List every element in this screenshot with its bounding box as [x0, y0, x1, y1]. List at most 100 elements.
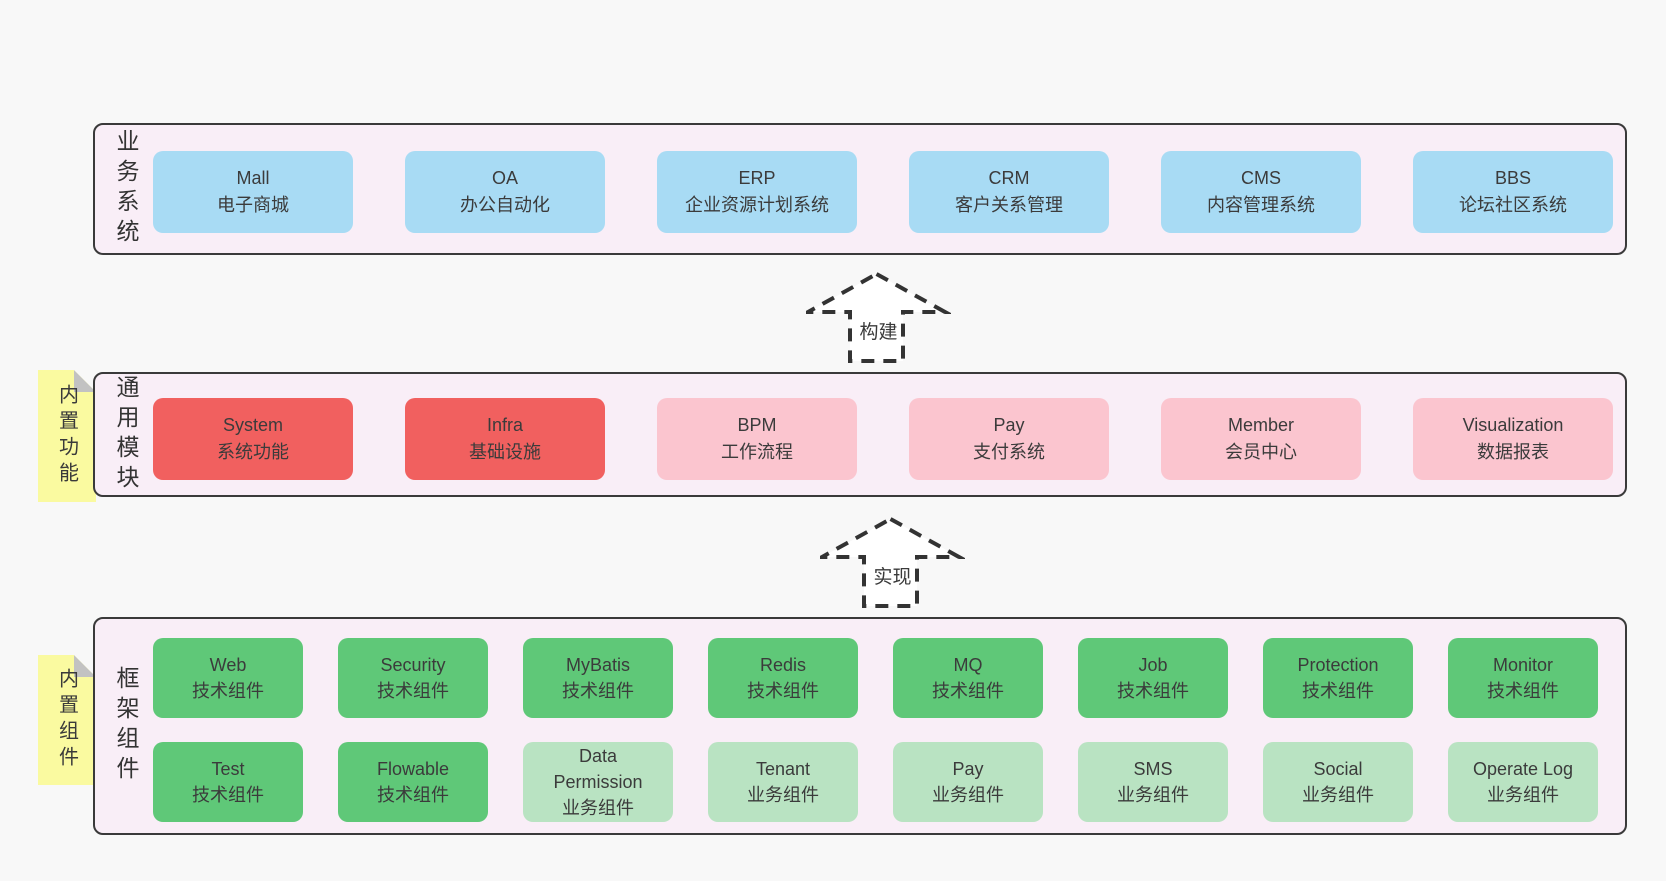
implement-arrow-label: 实现 — [873, 567, 912, 588]
row-label-common-modules: 通用模块 — [113, 374, 139, 495]
box-test: Test 技术组件 — [153, 742, 303, 822]
box-title: MQ — [953, 655, 983, 675]
box-subtitle: 系统功能 — [217, 442, 289, 462]
up-arrow-icon — [806, 271, 951, 363]
box-subtitle: 数据报表 — [1477, 442, 1549, 462]
box-title: Redis — [759, 655, 807, 675]
box-title: BPM — [737, 415, 777, 435]
box-erp: ERP 企业资源计划系统 — [657, 151, 857, 233]
box-subtitle: 技术组件 — [932, 681, 1004, 701]
box-title: Monitor — [1492, 655, 1554, 675]
box-title: Pay — [993, 415, 1025, 435]
box-subtitle: 技术组件 — [192, 785, 264, 805]
box-monitor: Monitor 技术组件 — [1448, 638, 1598, 718]
box-title: MyBatis — [565, 655, 630, 675]
box-title: Mall — [236, 168, 270, 188]
row-label-framework-components: 框架组件 — [113, 666, 139, 786]
box-tenant: Tenant 业务组件 — [708, 742, 858, 822]
box-subtitle: 技术组件 — [562, 681, 634, 701]
box-subtitle: 技术组件 — [1487, 681, 1559, 701]
box-subtitle: 内容管理系统 — [1207, 195, 1315, 215]
box-subtitle: 业务组件 — [562, 798, 634, 818]
box-flowable: Flowable 技术组件 — [338, 742, 488, 822]
note-text: 内置功能 — [55, 384, 78, 488]
box-subtitle: 技术组件 — [747, 681, 819, 701]
box-bbs: BBS 论坛社区系统 — [1413, 151, 1613, 233]
box-subtitle: 业务组件 — [1302, 785, 1374, 805]
box-title: CMS — [1241, 168, 1281, 188]
box-data-permission: Data Permission 业务组件 — [523, 742, 673, 822]
box-social: Social 业务组件 — [1263, 742, 1413, 822]
box-pay-biz: Pay 业务组件 — [893, 742, 1043, 822]
box-web: Web 技术组件 — [153, 638, 303, 718]
box-subtitle: 论坛社区系统 — [1459, 195, 1567, 215]
build-arrow: 构建 — [806, 270, 951, 365]
box-crm: CRM 客户关系管理 — [909, 151, 1109, 233]
box-infra: Infra 基础设施 — [405, 398, 605, 480]
sticky-note-built-in-components: 内置组件 — [38, 655, 96, 785]
box-title: Protection — [1297, 655, 1379, 675]
box-member: Member 会员中心 — [1161, 398, 1361, 480]
box-job: Job 技术组件 — [1078, 638, 1228, 718]
up-arrow-icon — [820, 516, 965, 608]
box-title: Pay — [952, 759, 984, 779]
box-title: OA — [491, 168, 518, 188]
box-mall: Mall 电子商城 — [153, 151, 353, 233]
box-visualization: Visualization 数据报表 — [1413, 398, 1613, 480]
box-subtitle: 技术组件 — [377, 681, 449, 701]
box-title: Data Permission — [553, 746, 643, 792]
sticky-note-built-in-features: 内置功能 — [38, 370, 96, 502]
box-subtitle: 业务组件 — [1487, 785, 1559, 805]
box-title: Web — [209, 655, 247, 675]
box-mybatis: MyBatis 技术组件 — [523, 638, 673, 718]
build-arrow-label: 构建 — [859, 322, 898, 343]
box-system: System 系统功能 — [153, 398, 353, 480]
box-title: Visualization — [1462, 415, 1564, 435]
box-security: Security 技术组件 — [338, 638, 488, 718]
box-subtitle: 业务组件 — [932, 785, 1004, 805]
implement-arrow: 实现 — [820, 515, 965, 610]
box-subtitle: 办公自动化 — [460, 195, 550, 215]
row-label-business-systems: 业务系统 — [113, 129, 139, 249]
box-subtitle: 基础设施 — [469, 442, 541, 462]
box-title: SMS — [1133, 759, 1173, 779]
box-title: Job — [1138, 655, 1168, 675]
box-subtitle: 客户关系管理 — [955, 195, 1063, 215]
box-title: Member — [1227, 415, 1294, 435]
box-title: Flowable — [376, 759, 450, 779]
box-operate-log: Operate Log 业务组件 — [1448, 742, 1598, 822]
box-title: Test — [211, 759, 245, 779]
box-oa: OA 办公自动化 — [405, 151, 605, 233]
box-subtitle: 技术组件 — [1117, 681, 1189, 701]
box-title: Tenant — [755, 759, 811, 779]
box-subtitle: 支付系统 — [973, 442, 1045, 462]
box-title: Operate Log — [1472, 759, 1574, 779]
note-text: 内置组件 — [55, 668, 78, 772]
box-redis: Redis 技术组件 — [708, 638, 858, 718]
panel-framework-components: 框架组件 Web 技术组件 Security 技术组件 MyBatis 技术组件… — [93, 617, 1627, 835]
box-subtitle: 电子商城 — [217, 195, 289, 215]
box-subtitle: 技术组件 — [1302, 681, 1374, 701]
box-subtitle: 技术组件 — [192, 681, 264, 701]
box-protection: Protection 技术组件 — [1263, 638, 1413, 718]
box-title: CRM — [988, 168, 1030, 188]
box-mq: MQ 技术组件 — [893, 638, 1043, 718]
box-subtitle: 会员中心 — [1225, 442, 1297, 462]
box-subtitle: 企业资源计划系统 — [685, 195, 829, 215]
box-subtitle: 业务组件 — [747, 785, 819, 805]
panel-common-modules: 通用模块 System 系统功能 Infra 基础设施 BPM 工作流程 Pay… — [93, 372, 1627, 497]
box-cms: CMS 内容管理系统 — [1161, 151, 1361, 233]
panel-business-systems: 业务系统 Mall 电子商城 OA 办公自动化 ERP 企业资源计划系统 CRM… — [93, 123, 1627, 255]
box-title: Security — [380, 655, 446, 675]
box-subtitle: 技术组件 — [377, 785, 449, 805]
box-bpm: BPM 工作流程 — [657, 398, 857, 480]
box-sms: SMS 业务组件 — [1078, 742, 1228, 822]
box-pay: Pay 支付系统 — [909, 398, 1109, 480]
box-title: BBS — [1494, 168, 1532, 188]
box-title: System — [222, 415, 283, 435]
box-title: Infra — [486, 415, 524, 435]
box-subtitle: 业务组件 — [1117, 785, 1189, 805]
box-title: ERP — [738, 168, 776, 188]
box-subtitle: 工作流程 — [721, 442, 793, 462]
